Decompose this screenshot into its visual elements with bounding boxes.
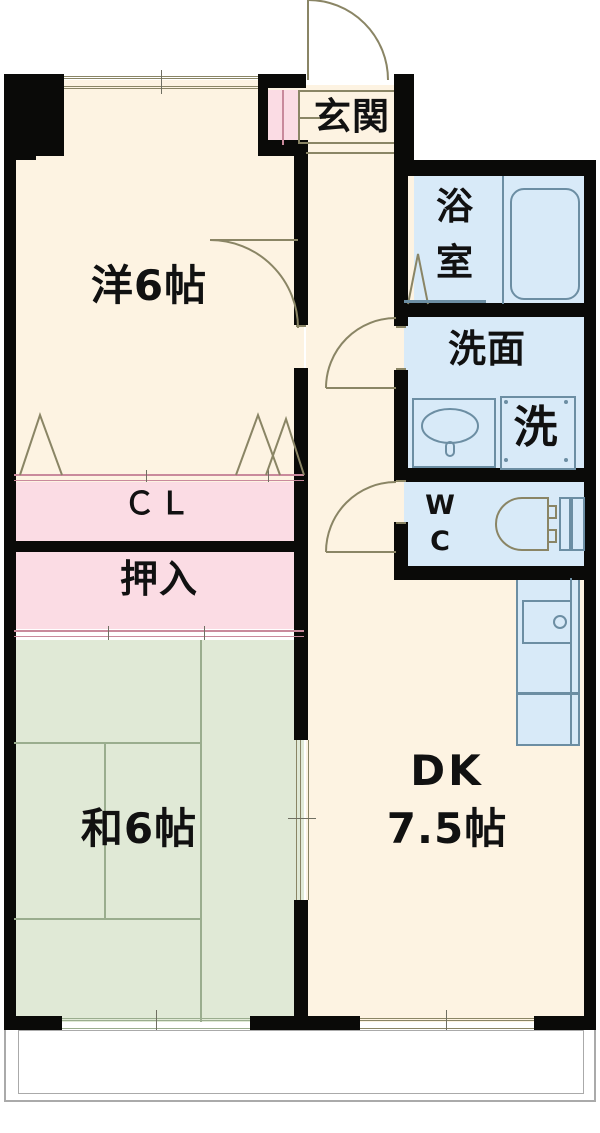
- entrance-step-edge: [298, 90, 300, 144]
- toilet-door[interactable]: [325, 481, 398, 554]
- wall-western-corridor-lower: [294, 368, 308, 644]
- corridor-jamb-4: [396, 522, 406, 524]
- balcony-left-edge: [4, 1030, 6, 1102]
- balcony-right-edge: [594, 1030, 596, 1102]
- kitchen-counter-edge: [570, 578, 572, 746]
- toilet-label-line2: C: [430, 526, 450, 557]
- wall-entrance-north: [394, 74, 414, 174]
- wall-east-water: [584, 160, 596, 580]
- oshiire-frame-bottom2: [14, 636, 304, 637]
- washing-machine-corner-marks: [504, 400, 568, 462]
- oshiire-frame-bottom: [14, 630, 304, 632]
- wall-east-dk: [584, 574, 596, 1030]
- wall-entrance-shoebox-left: [258, 74, 268, 156]
- wall-entrance-south: [266, 140, 308, 156]
- toilet-label-line1: W: [425, 490, 455, 521]
- wall-corridor-water-2: [394, 370, 408, 482]
- entrance-label: 玄関: [314, 95, 390, 138]
- wall-bath-washroom: [404, 303, 596, 317]
- closet-sash-mark-2: [268, 470, 269, 482]
- wall-western-corridor: [294, 140, 308, 325]
- wall-dk-japanese-upper: [294, 640, 308, 740]
- oshiire-sash-mark: [108, 626, 109, 640]
- wall-dk-north: [408, 566, 586, 580]
- wall-bath-north: [404, 160, 596, 176]
- balcony-outer-edge: [4, 1100, 596, 1102]
- wall-dk-japanese-lower: [294, 900, 308, 1022]
- entrance-door[interactable]: [306, 0, 404, 82]
- bathroom-door-threshold: [404, 300, 486, 303]
- wall-south-mid: [250, 1016, 308, 1030]
- closet-label: ＣＬ: [124, 486, 194, 522]
- wall-corridor-water-3: [394, 522, 408, 578]
- tatami-line-3: [200, 640, 202, 1022]
- wall-north-window-right: [258, 74, 306, 88]
- closet-hanger-icons: [19, 411, 305, 476]
- bathroom-label-line1: 浴: [436, 185, 474, 228]
- tatami-line-4: [104, 742, 106, 920]
- washbasin-unit: [412, 398, 496, 468]
- wall-west-column: [4, 74, 36, 160]
- corridor-jamb-3: [396, 480, 406, 482]
- oshiire-label: 押入: [119, 557, 198, 601]
- oshiire-sash-mark-2: [204, 626, 205, 640]
- japanese-dk-partition[interactable]: [288, 740, 316, 900]
- washing-machine-label: 洗: [513, 402, 559, 453]
- entrance-hall-line-bottom: [298, 142, 394, 144]
- shoe-box-divider: [282, 90, 284, 145]
- corridor-jamb-1: [396, 326, 406, 328]
- washing-machine-pan: [500, 396, 576, 470]
- wall-washroom-toilet: [404, 468, 596, 482]
- wall-closet-oshiire: [14, 541, 304, 552]
- bathroom-door[interactable]: [404, 250, 438, 306]
- washroom-label: 洗面: [447, 327, 526, 371]
- closet-frame-top: [14, 474, 304, 476]
- bathroom-divider: [502, 176, 504, 304]
- japanese-room-label: 和6帖: [80, 804, 198, 853]
- western-door-jamb: [296, 325, 306, 327]
- entrance-hall-line-bottom2: [306, 152, 394, 154]
- washroom-door[interactable]: [325, 317, 398, 390]
- wall-west-exterior: [4, 74, 16, 1030]
- japanese-room-floor: [14, 640, 304, 1022]
- tatami-line-2: [14, 918, 202, 920]
- wall-south-right: [534, 1016, 596, 1030]
- kitchen-counter-split: [518, 692, 578, 695]
- wall-south-mid2: [308, 1016, 360, 1030]
- closet-floor: [14, 482, 304, 542]
- bathtub: [510, 188, 580, 300]
- bathroom-label-line2: 室: [436, 241, 474, 284]
- oshiire-floor: [14, 551, 304, 629]
- kitchen-counter-floor: [516, 578, 580, 746]
- dining-kitchen-label-line1: DK: [410, 746, 484, 795]
- window-north[interactable]: [64, 70, 258, 94]
- closet-frame-top2: [14, 480, 304, 481]
- corridor-jamb-2: [396, 368, 406, 370]
- washbasin-icon: [421, 408, 479, 457]
- western-room-door[interactable]: [209, 238, 302, 330]
- western-room-label: 洋6帖: [90, 261, 208, 310]
- wall-south-left: [4, 1016, 62, 1030]
- toilet-bowl: [495, 497, 585, 551]
- balcony: [18, 1030, 584, 1094]
- entrance-hall-line-top: [298, 90, 394, 92]
- dining-kitchen-label-line2: 7.5帖: [386, 804, 508, 853]
- wall-corridor-water: [394, 160, 408, 326]
- entrance-step-line: [298, 117, 326, 119]
- tatami-line-1: [14, 742, 202, 744]
- closet-sash-mark: [146, 470, 147, 482]
